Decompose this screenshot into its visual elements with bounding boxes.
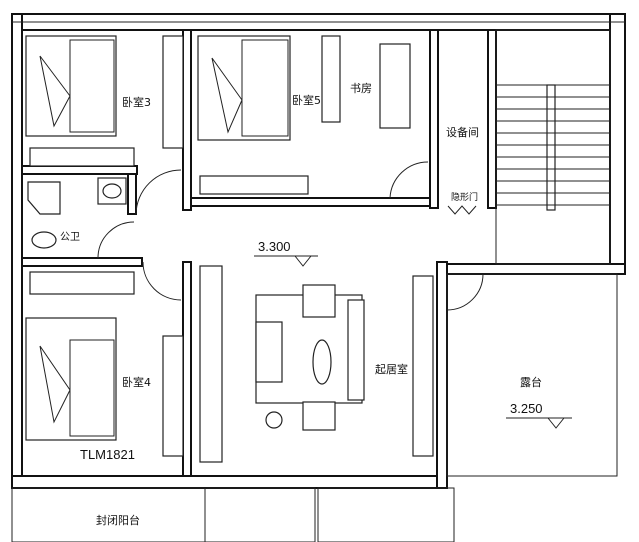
label-living-room: 起居室: [375, 362, 408, 376]
elevation-markers: [254, 255, 572, 429]
bathroom-fixtures: [27, 177, 127, 249]
doors: [97, 161, 484, 311]
label-study: 书房: [350, 82, 372, 95]
label-bedroom5: 卧室5: [292, 93, 321, 107]
label-equipment-room: 设备间: [446, 125, 479, 139]
bed-bedroom5: [197, 35, 291, 141]
bed-bedroom4: [25, 317, 117, 441]
label-terrace: 露台: [520, 375, 542, 389]
bed-bedroom3: [25, 35, 117, 137]
label-hidden-door: 隐形门: [451, 191, 478, 203]
terrace-elevation: 3.250: [510, 401, 543, 416]
label-bedroom3: 卧室3: [122, 95, 151, 109]
label-enclosed-balcony: 封闭阳台: [96, 513, 140, 527]
outer-walls: [11, 13, 626, 489]
staircase: [495, 29, 611, 265]
label-bedroom4: 卧室4: [122, 375, 151, 389]
sofa-set: [255, 284, 365, 431]
door-code: TLM1821: [80, 447, 135, 462]
floor-elevation: 3.300: [258, 239, 291, 254]
wardrobes: [29, 35, 434, 463]
label-public-bathroom: 公卫: [60, 232, 80, 243]
lower-areas: [11, 273, 618, 542]
